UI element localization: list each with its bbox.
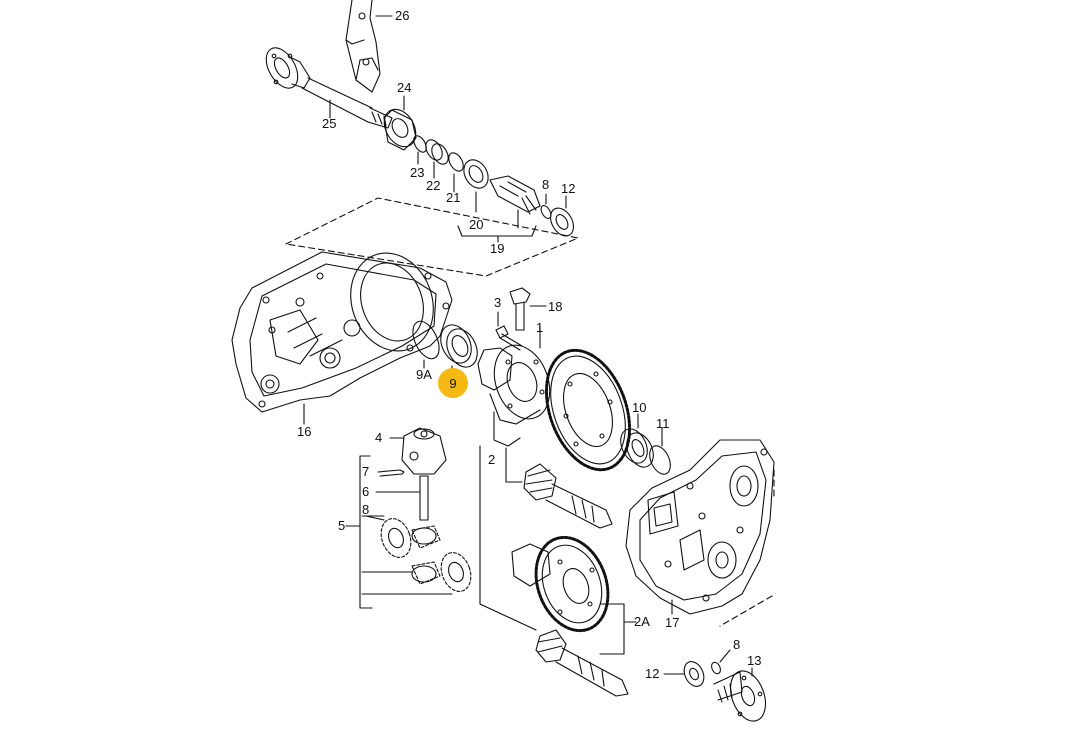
callout-2[interactable]: 2: [488, 452, 496, 467]
callout-21[interactable]: 21: [446, 190, 461, 205]
callout-9a[interactable]: 9A: [416, 367, 432, 382]
callout-8-bottom[interactable]: 8: [733, 637, 741, 652]
callout-20[interactable]: 20: [469, 217, 484, 232]
part-1-differential-case[interactable]: [477, 325, 559, 427]
part-9-tapered-bearing[interactable]: [435, 320, 483, 372]
callout-16[interactable]: 16: [297, 424, 312, 439]
part-24-seal-flange[interactable]: [378, 95, 422, 152]
callout-25[interactable]: 25: [322, 116, 337, 131]
callout-11[interactable]: 11: [656, 416, 670, 431]
part-3-bolt[interactable]: [495, 311, 523, 351]
callout-22[interactable]: 22: [426, 178, 441, 193]
part-26-bracket[interactable]: [345, 0, 393, 93]
part-5-planet-gear-upper[interactable]: [411, 525, 441, 549]
part-8-circlip-top[interactable]: [539, 193, 553, 220]
callout-26[interactable]: 26: [395, 8, 410, 23]
part-20-sleeve[interactable]: [459, 156, 493, 213]
part-5-planet-gear-lower[interactable]: [411, 561, 441, 585]
callout-9-label: 9: [449, 376, 457, 391]
part-23-clip[interactable]: [411, 134, 429, 165]
callout-2a[interactable]: 2A: [634, 614, 650, 629]
assembly-boundary-top: [285, 197, 579, 277]
part-4-differential-cage[interactable]: [389, 427, 447, 475]
callout-6[interactable]: 6: [362, 484, 370, 499]
callout-5[interactable]: 5: [338, 518, 346, 533]
callout-7[interactable]: 7: [362, 464, 370, 479]
part-21-o-ring[interactable]: [446, 150, 466, 193]
part-7-pin[interactable]: [377, 469, 405, 477]
bracket-2: [493, 411, 523, 483]
part-13-flange-shaft[interactable]: [713, 666, 772, 726]
boundary-right: [719, 469, 775, 627]
callout-3[interactable]: 3: [494, 295, 502, 310]
part-12-oil-seal-top[interactable]: [546, 195, 578, 240]
part-10-bearing[interactable]: [616, 413, 659, 471]
part-6-spider-shaft[interactable]: [375, 475, 429, 521]
part-12-oil-seal-bottom[interactable]: [663, 658, 708, 689]
part-18-speed-sensor[interactable]: [509, 287, 547, 331]
part-9a-o-ring[interactable]: [408, 317, 445, 369]
callout-24[interactable]: 24: [397, 80, 412, 95]
part-22-bushing[interactable]: [422, 137, 451, 179]
bracket-5: [345, 455, 373, 609]
callout-8-top[interactable]: 8: [542, 177, 550, 192]
callout-12-bottom[interactable]: 12: [645, 666, 660, 681]
callout-23[interactable]: 23: [410, 165, 425, 180]
callout-13[interactable]: 13: [747, 653, 762, 668]
callout-17[interactable]: 17: [665, 615, 680, 630]
callout-10[interactable]: 10: [632, 400, 647, 415]
part-5-side-gear-right[interactable]: [436, 548, 476, 595]
callout-9-highlighted[interactable]: 9: [438, 368, 468, 398]
part-19-stub-shaft[interactable]: [457, 175, 541, 243]
callout-12-top[interactable]: 12: [561, 181, 576, 196]
callout-8-mid[interactable]: 8: [362, 502, 370, 517]
bracket-2a: [479, 445, 637, 655]
part-8-side-gear[interactable]: [365, 514, 416, 561]
callout-1[interactable]: 1: [536, 320, 544, 335]
part-2-ring-gear[interactable]: [531, 339, 645, 482]
part-8-circlip-bottom[interactable]: [710, 649, 731, 675]
callout-18[interactable]: 18: [548, 299, 563, 314]
callout-19[interactable]: 19: [490, 241, 505, 256]
part-17-gearbox-housing[interactable]: [625, 439, 775, 615]
part-2-pinion-shaft[interactable]: [523, 463, 613, 529]
part-2a-differential-assembly[interactable]: [511, 527, 629, 697]
part-16-transmission-housing[interactable]: [231, 241, 453, 425]
callout-4[interactable]: 4: [375, 430, 383, 445]
part-11-shim[interactable]: [646, 427, 675, 477]
